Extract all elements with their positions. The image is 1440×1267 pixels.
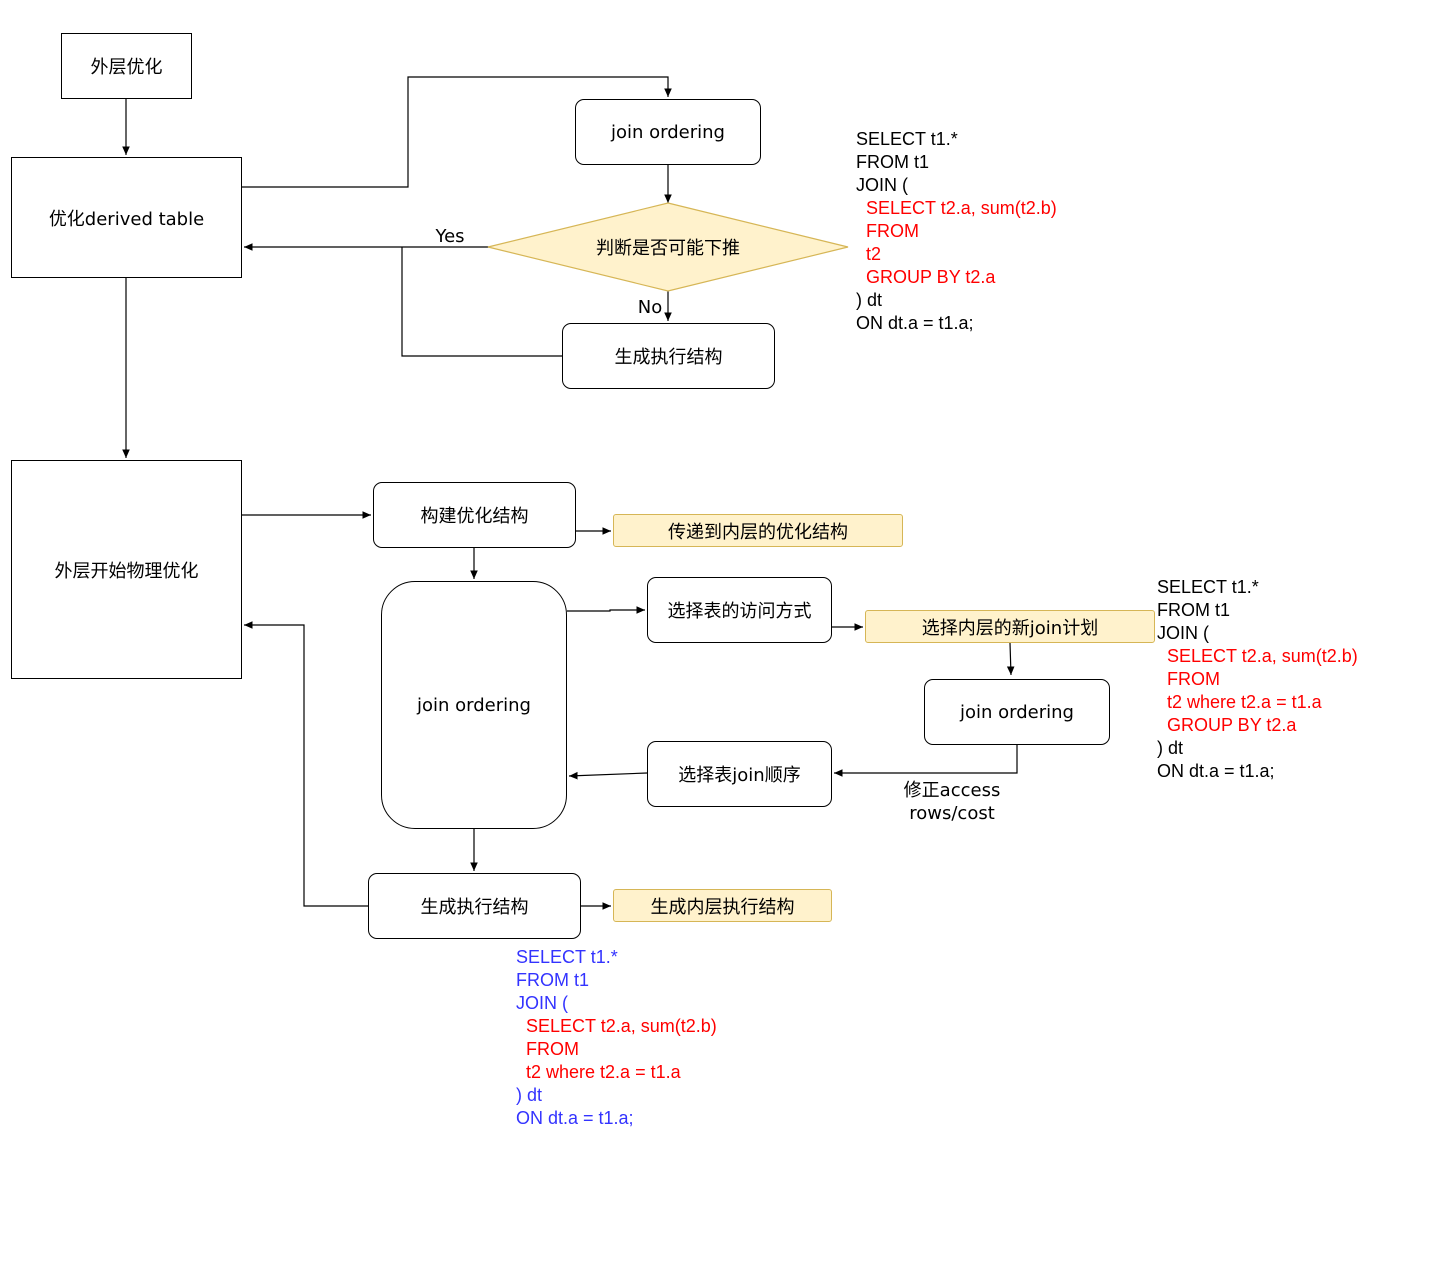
join-ordering-right-node: join ordering [924, 679, 1110, 745]
join-ordering-right-label: join ordering [960, 701, 1074, 723]
code-line: ) dt [1157, 738, 1184, 758]
select-join-order-node: 选择表join顺序 [647, 741, 832, 807]
code-line: SELECT t2.a, sum(t2.b) [856, 198, 1057, 218]
join-ordering-top-node: join ordering [575, 99, 761, 165]
fix-access-line-1: 修正access [903, 780, 1001, 801]
code-line: JOIN ( [1157, 623, 1209, 643]
sql-code-top: SELECT t1.* FROM t1 JOIN ( SELECT t2.a, su… [856, 128, 1057, 335]
code-line: GROUP BY t2.a [856, 267, 996, 287]
code-line: FROM t1 [856, 152, 930, 172]
code-line: JOIN ( [856, 175, 908, 195]
code-line: JOIN ( [516, 993, 568, 1013]
gen-exec-top-label: 生成执行结构 [614, 347, 723, 368]
select-inner-plan-note: 选择内层的新join计划 [865, 610, 1155, 643]
gen-exec-bottom-node: 生成执行结构 [368, 873, 581, 939]
code-line: FROM t1 [516, 970, 590, 990]
select-access-label: 选择表的访问方式 [667, 601, 812, 622]
code-line: FROM [856, 221, 919, 241]
decide-pushdown-label-wrap: 判断是否可能下推 [488, 203, 848, 291]
gen-exec-bottom-label: 生成执行结构 [420, 897, 529, 918]
join-ordering-mid-node: join ordering [381, 581, 567, 829]
gen-inner-exec-label: 生成内层执行结构 [650, 896, 795, 918]
optimize-derived-table-node: 优化derived table [11, 157, 242, 278]
code-line: SELECT t2.a, sum(t2.b) [1157, 646, 1358, 666]
pass-inner-struct-label: 传递到内层的优化结构 [668, 521, 848, 543]
gen-exec-top-node: 生成执行结构 [562, 323, 775, 389]
select-join-order-label: 选择表join顺序 [678, 765, 801, 786]
decide-pushdown-label: 判断是否可能下推 [596, 238, 740, 259]
code-line: SELECT t1.* [1157, 577, 1259, 597]
code-line: FROM [516, 1039, 579, 1059]
yes-label: Yes [435, 226, 465, 247]
edge-genexec-to-physical [244, 621, 368, 907]
fix-access-label: 修正access rows/cost [882, 779, 1022, 825]
code-line: t2 where t2.a = t1.a [516, 1062, 681, 1082]
no-label: No [637, 297, 663, 318]
join-ordering-mid-label: join ordering [417, 694, 531, 716]
edge-innerplan-to-joinorder [1006, 642, 1015, 676]
build-opt-struct-label: 构建优化结构 [420, 506, 529, 527]
edge-derived-to-joinorder-top [242, 76, 672, 188]
code-line: GROUP BY t2.a [1157, 715, 1297, 735]
join-ordering-top-label: join ordering [611, 121, 725, 143]
code-line: FROM [1157, 669, 1220, 689]
pass-inner-struct-note: 传递到内层的优化结构 [613, 514, 903, 547]
outer-optimize-node: 外层优化 [61, 33, 192, 99]
sql-code-right: SELECT t1.* FROM t1 JOIN ( SELECT t2.a, su… [1157, 576, 1358, 783]
code-line: t2 [856, 244, 882, 264]
code-line: FROM t1 [1157, 600, 1231, 620]
fix-access-line-2: rows/cost [909, 803, 995, 824]
select-access-node: 选择表的访问方式 [647, 577, 832, 643]
code-line: SELECT t1.* [856, 129, 958, 149]
outer-optimize-label: 外层优化 [90, 57, 163, 78]
edge-genexec-back [401, 247, 562, 357]
optimize-derived-table-label: 优化derived table [48, 208, 205, 230]
outer-physical-optimize-node: 外层开始物理优化 [11, 460, 242, 679]
sql-code-bottom: SELECT t1.* FROM t1 JOIN ( SELECT t2.a, su… [516, 946, 717, 1130]
code-line: ON dt.a = t1.a; [856, 313, 974, 333]
code-line: t2 where t2.a = t1.a [1157, 692, 1322, 712]
select-inner-plan-label: 选择内层的新join计划 [921, 617, 1099, 639]
edge-order-to-joinorder [568, 771, 648, 780]
build-opt-struct-node: 构建优化结构 [373, 482, 576, 548]
gen-inner-exec-note: 生成内层执行结构 [613, 889, 832, 922]
code-line: ) dt [516, 1085, 543, 1105]
code-line: SELECT t2.a, sum(t2.b) [516, 1016, 717, 1036]
code-line: ON dt.a = t1.a; [516, 1108, 634, 1128]
outer-physical-optimize-label: 外层开始物理优化 [54, 560, 199, 582]
code-line: ON dt.a = t1.a; [1157, 761, 1275, 781]
edge-joinorder-to-order [834, 745, 1018, 777]
code-line: SELECT t1.* [516, 947, 618, 967]
decision-diamond [487, 202, 849, 292]
code-line: ) dt [856, 290, 883, 310]
edge-joinorder-to-access [567, 606, 645, 614]
